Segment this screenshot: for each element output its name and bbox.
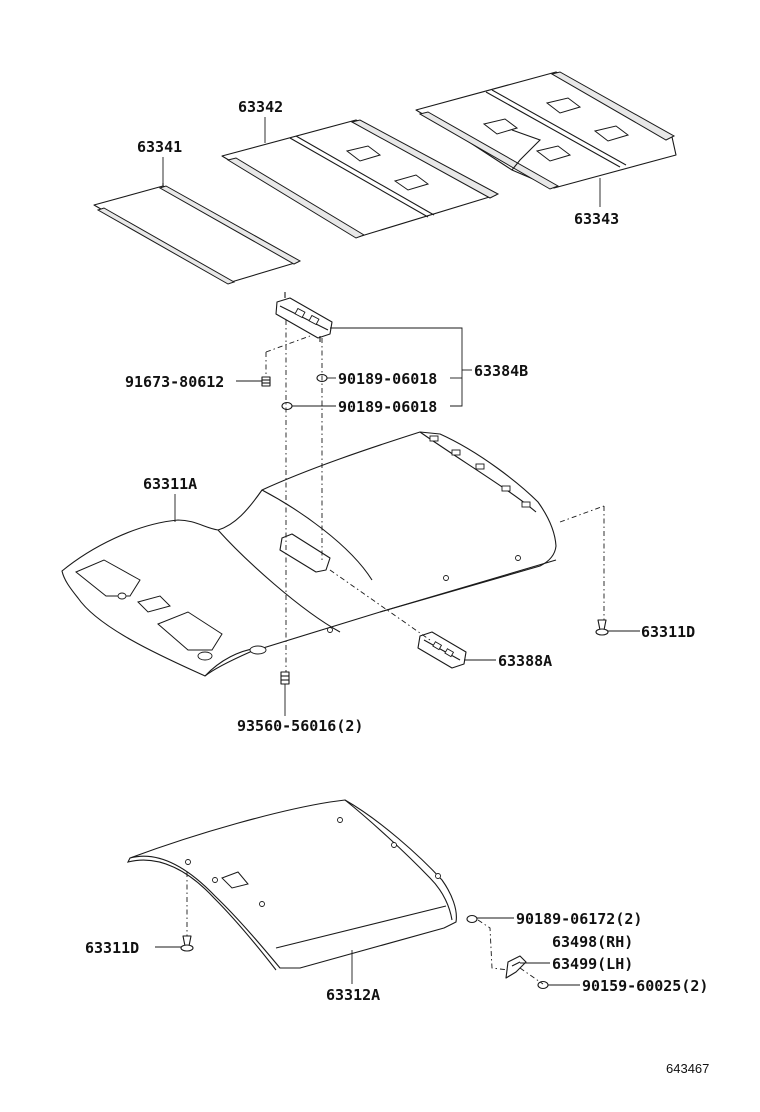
headliner-63312a [126, 799, 457, 971]
label-63343: 63343 [574, 210, 619, 228]
leader-lines [155, 117, 640, 986]
clip-63311d-bottom-icon [180, 935, 194, 952]
clip-63311d-top-icon [595, 619, 609, 636]
label-63311d-top: 63311D [641, 623, 695, 641]
headliner-63311a [61, 431, 557, 677]
label-90189-06018-b: 90189-06018 [338, 398, 437, 416]
label-63384b: 63384B [474, 362, 528, 380]
panel-63341 [93, 183, 302, 285]
label-63388a: 63388A [498, 652, 552, 670]
nut-90189-b-icon [281, 401, 293, 411]
label-90189-06172: 90189-06172(2) [516, 910, 642, 928]
label-90189-06018-a: 90189-06018 [338, 370, 437, 388]
install-lines [186, 320, 605, 985]
label-90159-60025: 90159-60025(2) [582, 977, 708, 995]
label-63341: 63341 [137, 138, 182, 156]
screw-93560-icon [280, 671, 290, 685]
bracket-63384b [275, 292, 333, 342]
panel-63343 [415, 71, 677, 190]
label-63342: 63342 [238, 98, 283, 116]
label-63311d-bottom: 63311D [85, 939, 139, 957]
retainer-63388a [417, 631, 467, 669]
label-63311a: 63311A [143, 475, 197, 493]
label-93560-56016: 93560-56016(2) [237, 717, 363, 735]
label-63312a: 63312A [326, 986, 380, 1004]
clip-90189-06172-icon [466, 914, 478, 924]
screw-91673-icon [261, 376, 271, 387]
panel-63342 [221, 119, 500, 239]
screw-90159-icon [537, 980, 549, 990]
label-63498-rh: 63498(RH) [552, 933, 633, 951]
hook-63498-63499-icon [505, 955, 527, 979]
label-63499-lh: 63499(LH) [552, 955, 633, 973]
label-91673-80612: 91673-80612 [125, 373, 224, 391]
figure-reference: 643467 [666, 1061, 709, 1076]
